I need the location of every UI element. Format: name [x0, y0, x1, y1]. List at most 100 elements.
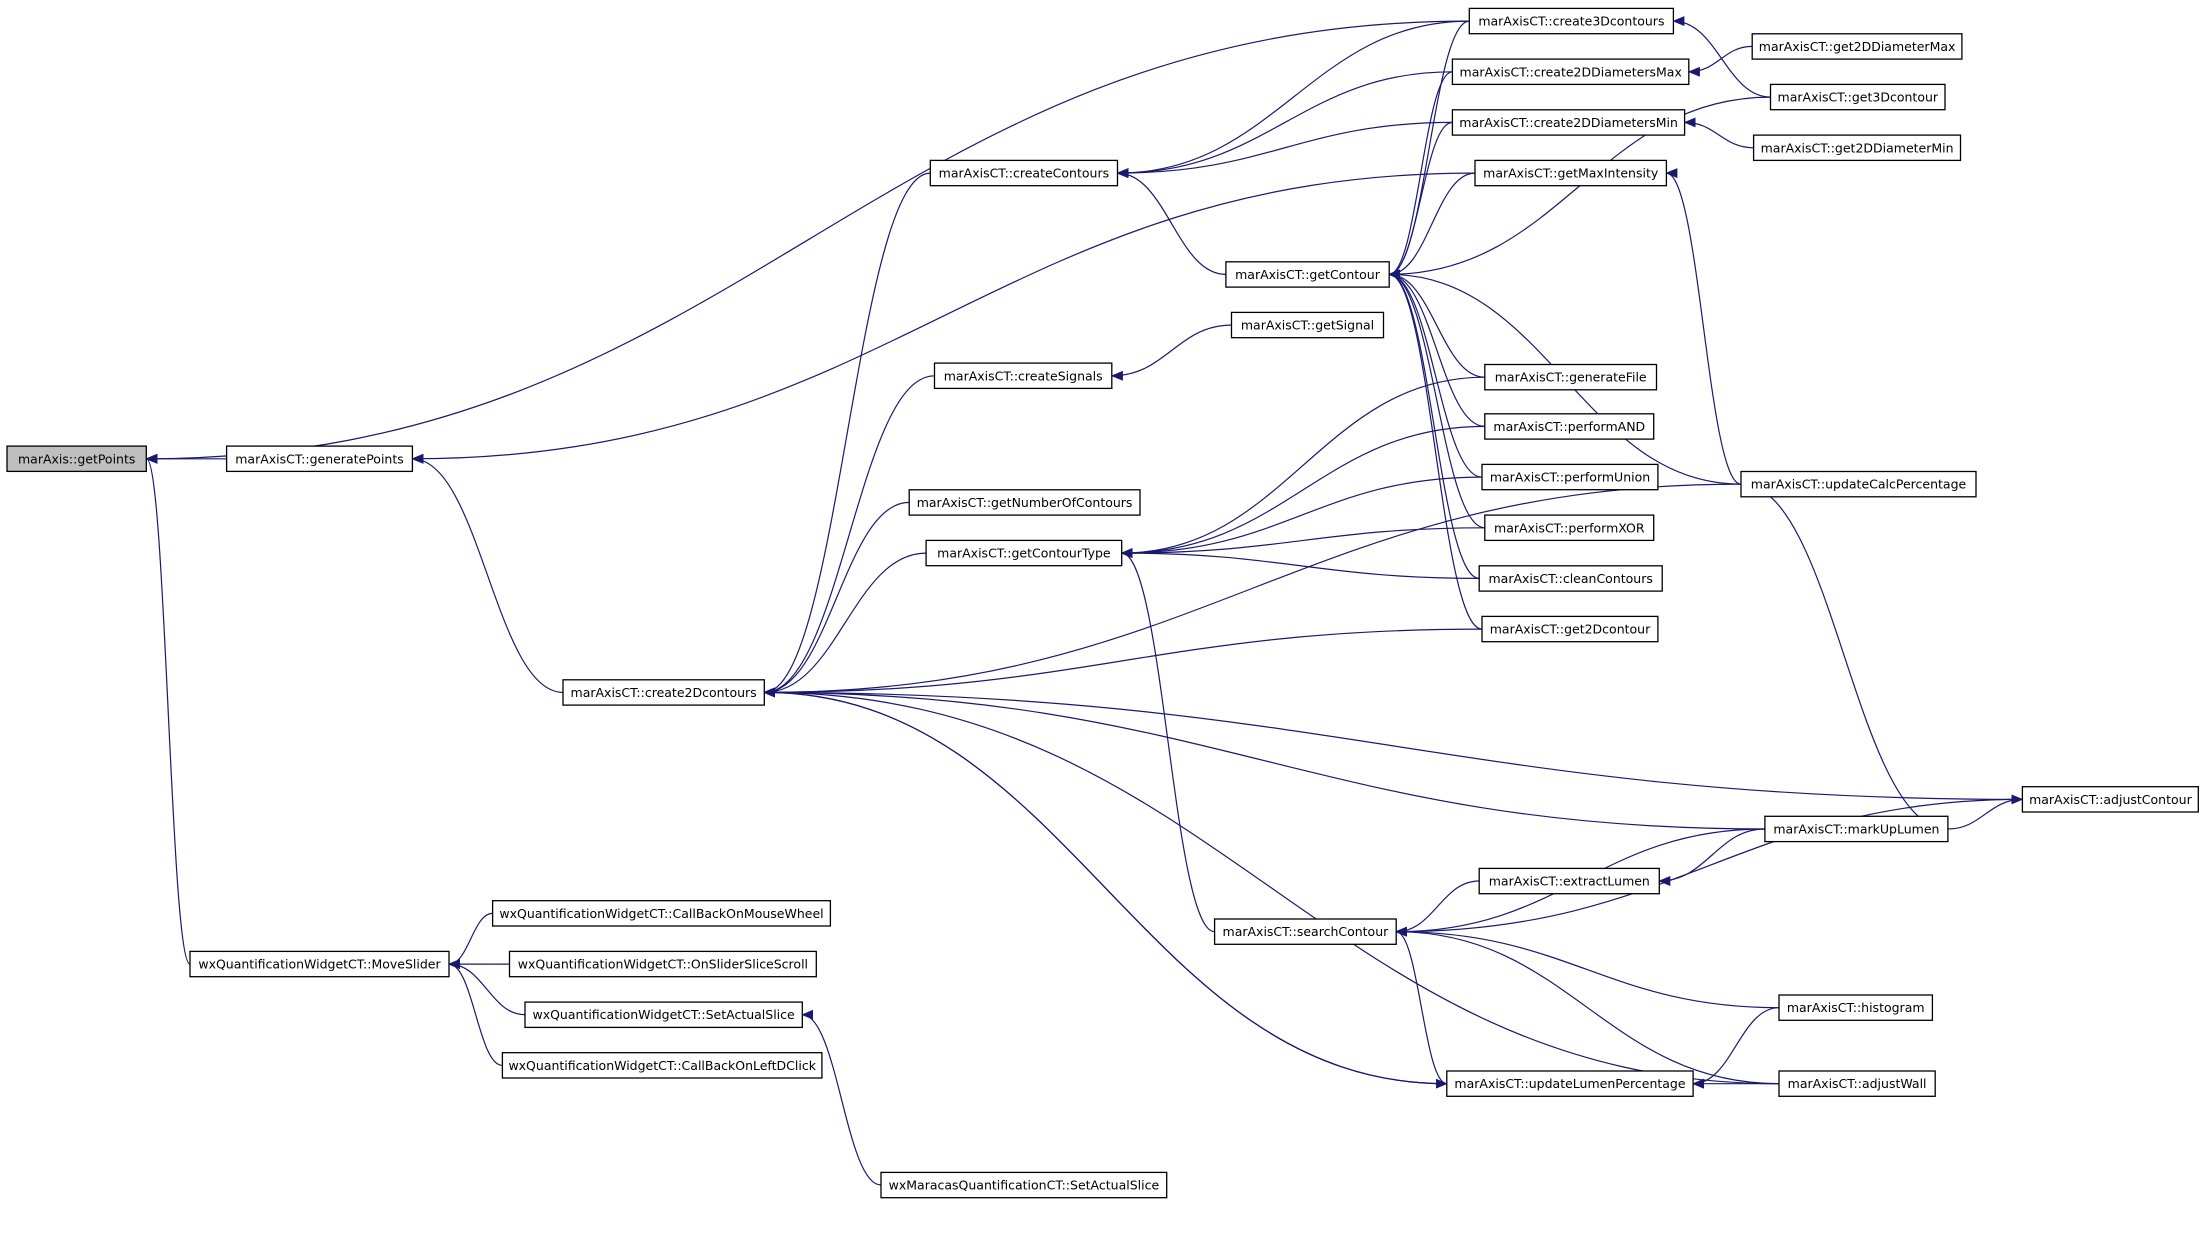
edge-create2DMax-to-getContour [1388, 71, 1453, 280]
node-get2dmax[interactable]: marAxisCT::get2DDiameterMax [1751, 33, 1963, 60]
node-searchcontour[interactable]: marAxisCT::searchContour [1213, 918, 1397, 945]
edge-performAND-to-getContour [1388, 269, 1485, 427]
node-box [524, 1001, 803, 1029]
node-getcontourtype[interactable]: marAxisCT::getContourType [925, 539, 1123, 567]
node-wxmaracassetslice[interactable]: wxMaracasQuantificationCT::SetActualSlic… [880, 1171, 1168, 1199]
node-box [1778, 994, 1934, 1021]
node-create3d[interactable]: marAxisCT::create3Dcontours [1468, 7, 1675, 35]
node-label: marAxisCT::create3Dcontours [1478, 14, 1664, 29]
node-create2dcontours[interactable]: marAxisCT::create2Dcontours [562, 679, 765, 706]
node-label: marAxisCT::get2Dcontour [1490, 622, 1651, 637]
edge-layer [145, 16, 2024, 1186]
node-get3dcontour[interactable]: marAxisCT::get3Dcontour [1769, 83, 1946, 111]
node-label: marAxisCT::adjustWall [1788, 1076, 1927, 1091]
node-createcontours[interactable]: marAxisCT::createContours [929, 159, 1119, 187]
node-createsignals[interactable]: marAxisCT::createSignals [933, 362, 1113, 390]
node-adjustcontour[interactable]: marAxisCT::adjustContour [2021, 786, 2199, 813]
edge-wxMaracasSetSlice-to-setActualSlice [801, 1009, 882, 1186]
node-getmaxintensity[interactable]: marAxisCT::getMaxIntensity [1474, 159, 1668, 187]
node-label: marAxisCT::extractLumen [1489, 874, 1650, 889]
node-extractlumen[interactable]: marAxisCT::extractLumen [1478, 867, 1660, 895]
node-label: marAxisCT::create2DDiametersMin [1459, 115, 1678, 130]
node-box [1484, 413, 1655, 440]
node-label: marAxisCT::create2DDiametersMax [1460, 64, 1682, 79]
edge-performAND-to-getContourType [1120, 425, 1485, 559]
node-get2dcontour[interactable]: marAxisCT::get2Dcontour [1481, 615, 1659, 643]
edge-generateFile-to-getContourType [1120, 376, 1485, 559]
node-cbmousewheel[interactable]: wxQuantificationWidgetCT::CallBackOnMous… [491, 900, 832, 927]
node-box [1213, 918, 1397, 945]
node-label: wxQuantificationWidgetCT::CallBackOnLeft… [508, 1058, 816, 1073]
node-box [1484, 363, 1658, 391]
node-box [1778, 1070, 1936, 1097]
node-getnumberofcontours[interactable]: marAxisCT::getNumberOfContours [908, 489, 1141, 516]
node-box [1446, 1070, 1694, 1097]
edge-markUpLumen-to-create2Dcontours [763, 687, 1765, 830]
edge-adjustContour-to-searchContour [1395, 798, 2023, 937]
node-label: marAxisCT::getContourType [937, 546, 1111, 561]
node-label: wxQuantificationWidgetCT::SetActualSlice [532, 1007, 795, 1022]
edge-create2DMax-to-createContours [1116, 71, 1453, 179]
node-box [6, 445, 147, 473]
edge-markUpLumen-to-adjustContour [1947, 794, 2024, 830]
edge-get2DMin-to-create2DMin [1683, 117, 1754, 149]
node-getpoints[interactable]: marAxis::getPoints [6, 445, 147, 473]
node-create2dmin[interactable]: marAxisCT::create2DDiametersMin [1451, 109, 1686, 136]
node-create2dmax[interactable]: marAxisCT::create2DDiametersMax [1451, 58, 1690, 86]
node-label: marAxisCT::create2Dcontours [571, 685, 757, 700]
node-cleancontours[interactable]: marAxisCT::cleanContours [1478, 565, 1663, 592]
node-getsignal[interactable]: marAxisCT::getSignal [1230, 311, 1385, 339]
node-label: marAxis::getPoints [18, 451, 135, 466]
node-updatecalc[interactable]: marAxisCT::updateCalcPercentage [1740, 470, 1977, 498]
node-box [1751, 33, 1963, 60]
node-box [1478, 867, 1660, 895]
node-generatepoints[interactable]: marAxisCT::generatePoints [225, 445, 414, 473]
node-box [562, 679, 765, 706]
node-label: marAxisCT::getNumberOfContours [917, 495, 1133, 510]
node-box [908, 489, 1141, 516]
node-performunion[interactable]: marAxisCT::performUnion [1481, 463, 1659, 491]
edge-create2Dcontours-to-generatePoints [411, 453, 564, 693]
edge-performUnion-to-getContourType [1120, 476, 1483, 559]
node-updatelumen[interactable]: marAxisCT::updateLumenPercentage [1446, 1070, 1694, 1097]
node-box [1451, 109, 1686, 136]
node-box [491, 900, 832, 927]
edge-performXOR-to-getContour [1388, 269, 1485, 529]
node-label: wxQuantificationWidgetCT::CallBackOnMous… [499, 906, 823, 921]
node-box [1740, 470, 1977, 498]
node-getcontour[interactable]: marAxisCT::getContour [1225, 261, 1390, 288]
node-box [2021, 786, 2199, 813]
edge-adjustWall-to-create2Dcontours [763, 687, 1780, 1085]
node-label: marAxisCT::getMaxIntensity [1483, 166, 1659, 181]
node-markuplumen[interactable]: marAxisCT::markUpLumen [1764, 815, 1949, 843]
node-adjustwall[interactable]: marAxisCT::adjustWall [1778, 1070, 1936, 1097]
node-box [933, 362, 1113, 390]
node-box [929, 159, 1119, 187]
node-performand[interactable]: marAxisCT::performAND [1484, 413, 1655, 440]
edge-cbLeftDClick-to-moveSlider [448, 959, 503, 1066]
node-box [1484, 514, 1655, 542]
node-box [1481, 463, 1659, 491]
node-histogram[interactable]: marAxisCT::histogram [1778, 994, 1934, 1021]
edge-markUpLumen-to-extractLumen [1658, 828, 1765, 886]
edge-create2Dcontours-to-updateLumen [764, 691, 1448, 1089]
node-label: wxQuantificationWidgetCT::OnSliderSliceS… [518, 957, 808, 972]
node-generatefile[interactable]: marAxisCT::generateFile [1484, 363, 1658, 391]
node-box [1478, 565, 1663, 592]
node-performxor[interactable]: marAxisCT::performXOR [1484, 514, 1655, 542]
node-label: marAxisCT::createContours [939, 166, 1109, 181]
node-label: marAxisCT::get2DDiameterMax [1759, 39, 1956, 54]
node-moveslider[interactable]: wxQuantificationWidgetCT::MoveSlider [189, 950, 450, 978]
edge-cbMouseWheel-to-moveSlider [448, 912, 493, 970]
node-label: marAxisCT::performAND [1493, 419, 1645, 434]
node-setactualslice[interactable]: wxQuantificationWidgetCT::SetActualSlice [524, 1001, 803, 1029]
edge-get3Dcontour-to-create3D [1672, 16, 1771, 98]
node-label: marAxisCT::searchContour [1223, 924, 1390, 939]
node-onsliderscroll[interactable]: wxQuantificationWidgetCT::OnSliderSliceS… [508, 950, 817, 978]
node-cbleftdclick[interactable]: wxQuantificationWidgetCT::CallBackOnLeft… [501, 1052, 823, 1079]
edge-create2DMin-to-createContours [1116, 121, 1453, 179]
node-label: marAxisCT::getContour [1235, 267, 1381, 282]
node-get2dmin[interactable]: marAxisCT::get2DDiameterMin [1752, 134, 1962, 162]
edge-getMaxIntensity-to-getContour [1388, 172, 1476, 280]
edge-get2DMax-to-create2DMax [1687, 45, 1753, 77]
